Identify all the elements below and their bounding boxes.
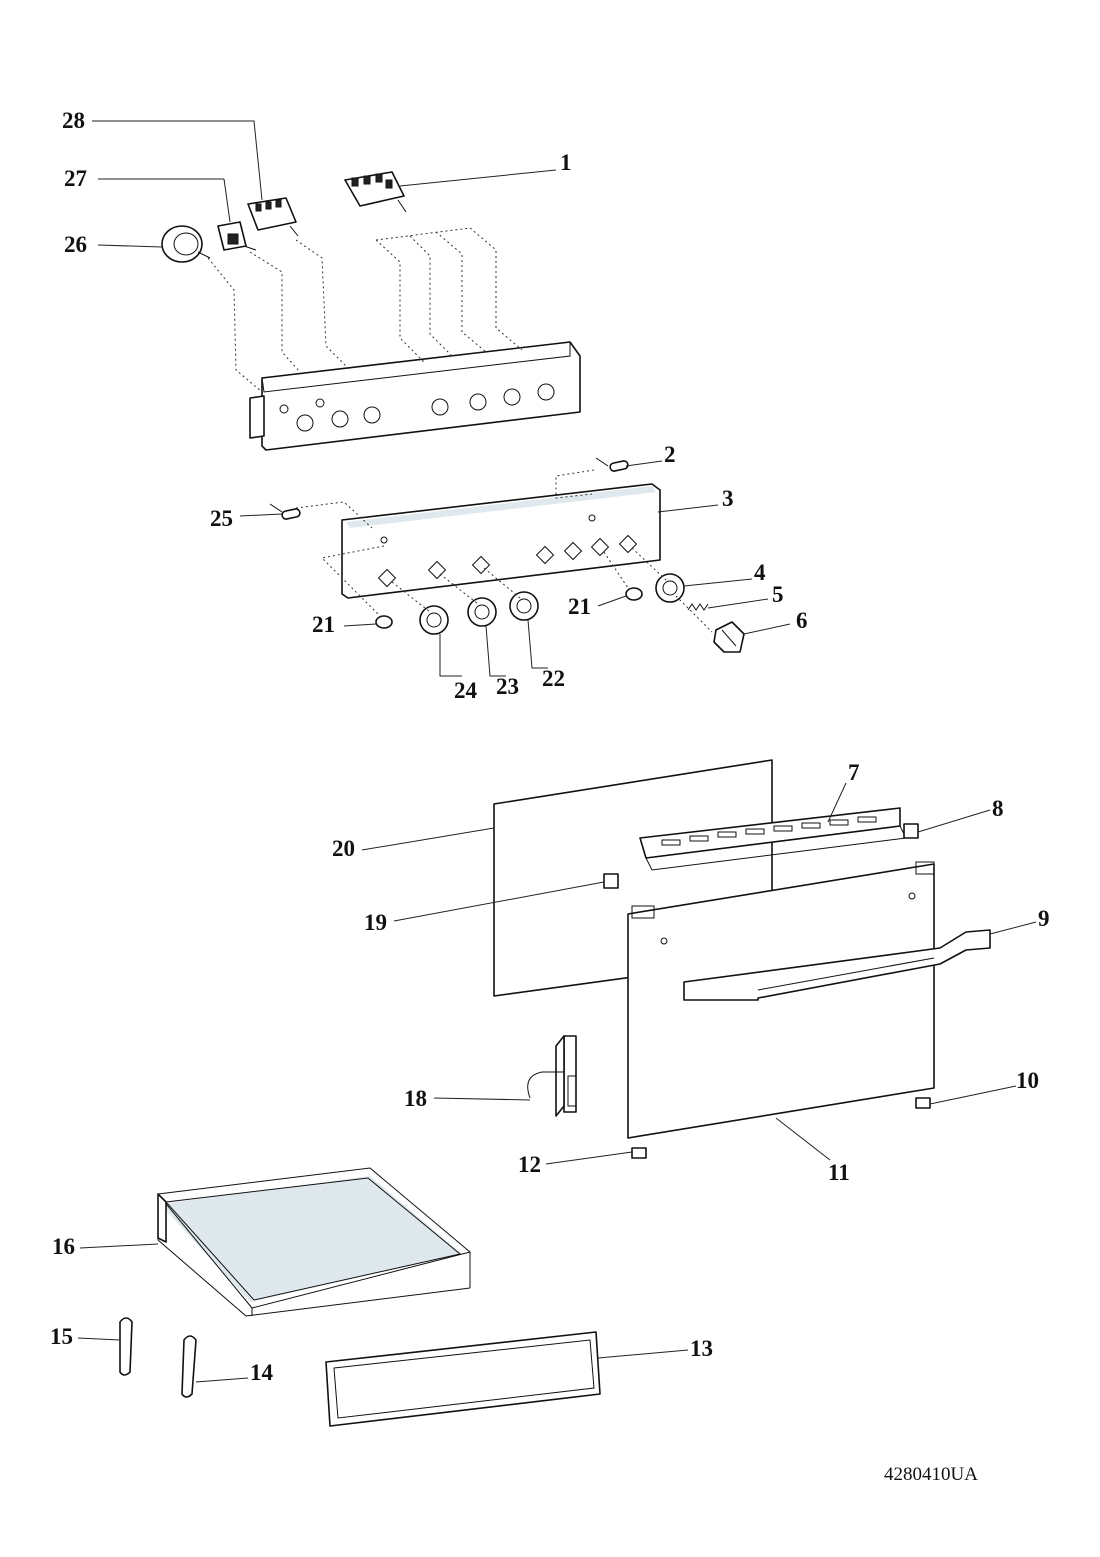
callout-13: 13 — [690, 1336, 713, 1361]
callout-20: 20 — [332, 836, 355, 861]
part-21-button-left — [375, 615, 393, 629]
part-15-runner — [119, 1317, 133, 1376]
part-28-switch — [247, 197, 299, 237]
part-9-handle — [683, 929, 991, 1001]
leader-lines — [77, 120, 1037, 1383]
part-14-runner — [181, 1335, 197, 1398]
callout-2: 2 — [664, 442, 676, 467]
callout-27: 27 — [64, 166, 87, 191]
control-bracket — [249, 341, 581, 451]
assembly-paths-middle — [295, 469, 713, 633]
part-11-outer-door — [627, 861, 935, 1139]
callout-14: 14 — [250, 1360, 274, 1385]
part-3-control-panel — [341, 483, 661, 599]
callout-22: 22 — [542, 666, 565, 691]
part-26-dial — [161, 225, 211, 263]
part-13-drawer-panel — [325, 1331, 601, 1427]
assembly-paths-upper — [207, 227, 523, 393]
callout-24: 24 — [454, 678, 478, 703]
part-10-clip — [915, 1097, 931, 1109]
part-2-lamp — [595, 457, 629, 472]
part-19-hinge-cover — [603, 873, 619, 889]
callout-8: 8 — [992, 796, 1004, 821]
part-8-hinge-cover — [903, 823, 919, 839]
part-6-knob — [713, 621, 745, 653]
callout-28: 28 — [62, 108, 85, 133]
callout-12: 12 — [518, 1152, 541, 1177]
part-12-clip — [631, 1147, 647, 1159]
callout-16: 16 — [52, 1234, 75, 1259]
callout-labels: 28 27 26 1 2 3 25 4 5 6 21 21 24 23 22 7… — [50, 108, 1050, 1385]
part-5-spring — [687, 603, 709, 611]
part-18-hinge — [527, 1035, 577, 1117]
document-code: 4280410UA — [884, 1464, 978, 1485]
part-1-switch — [344, 171, 407, 213]
callout-26: 26 — [64, 232, 87, 257]
callout-3: 3 — [722, 486, 734, 511]
part-25-lamp — [269, 503, 301, 520]
callout-25: 25 — [210, 506, 233, 531]
callout-5: 5 — [772, 582, 784, 607]
callout-4: 4 — [754, 560, 766, 585]
callout-18: 18 — [404, 1086, 427, 1111]
knob-bezels — [419, 573, 685, 635]
callout-1: 1 — [560, 150, 572, 175]
part-21-button-right — [625, 587, 643, 601]
part-27-regulator — [217, 221, 257, 251]
callout-7: 7 — [848, 760, 860, 785]
callout-9: 9 — [1038, 906, 1050, 931]
callout-19: 19 — [364, 910, 387, 935]
callout-23: 23 — [496, 674, 519, 699]
callout-6: 6 — [796, 608, 808, 633]
callout-10: 10 — [1016, 1068, 1039, 1093]
callout-11: 11 — [828, 1160, 850, 1185]
callout-21-right: 21 — [568, 594, 591, 619]
callout-15: 15 — [50, 1324, 73, 1349]
part-16-drawer — [157, 1167, 472, 1317]
callout-21-left: 21 — [312, 612, 335, 637]
